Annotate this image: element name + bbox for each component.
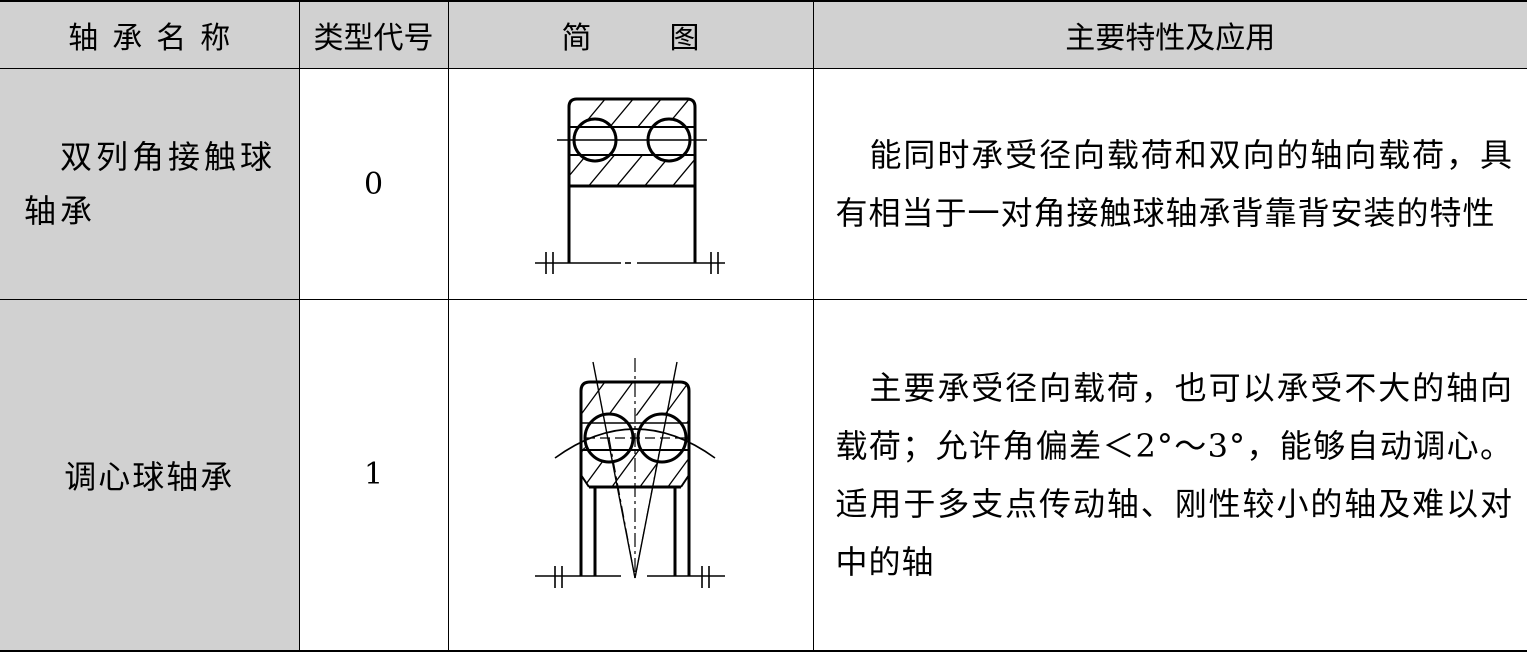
- type-code: 0: [298, 68, 449, 300]
- diagram-cell: [447, 299, 814, 652]
- table-row: 双列角接触球轴承 0: [0, 68, 1527, 300]
- bearing-name: 双列角接触球轴承: [0, 68, 300, 300]
- header-features: 主要特性及应用: [812, 0, 1527, 69]
- header-bearing-name: 轴承名称: [0, 0, 300, 69]
- header-diagram: 简图: [447, 0, 814, 69]
- header-type-code: 类型代号: [298, 0, 449, 69]
- diagram-cell: [447, 68, 814, 300]
- double-row-angular-contact-bearing-diagram: [534, 97, 725, 274]
- feature-description: 主要承受径向载荷，也可以承受不大的轴向载荷；允许角偏差＜2°～3°，能够自动调心…: [812, 299, 1527, 652]
- type-code: 1: [298, 299, 449, 652]
- header-row: 轴承名称 类型代号 简图 主要特性及应用: [0, 0, 1527, 69]
- self-aligning-ball-bearing-diagram: [534, 358, 725, 589]
- bearing-name: 调心球轴承: [0, 299, 300, 652]
- feature-description: 能同时承受径向载荷和双向的轴向载荷，具有相当于一对角接触球轴承背靠背安装的特性: [812, 68, 1527, 300]
- table-row: 调心球轴承 1: [0, 299, 1527, 652]
